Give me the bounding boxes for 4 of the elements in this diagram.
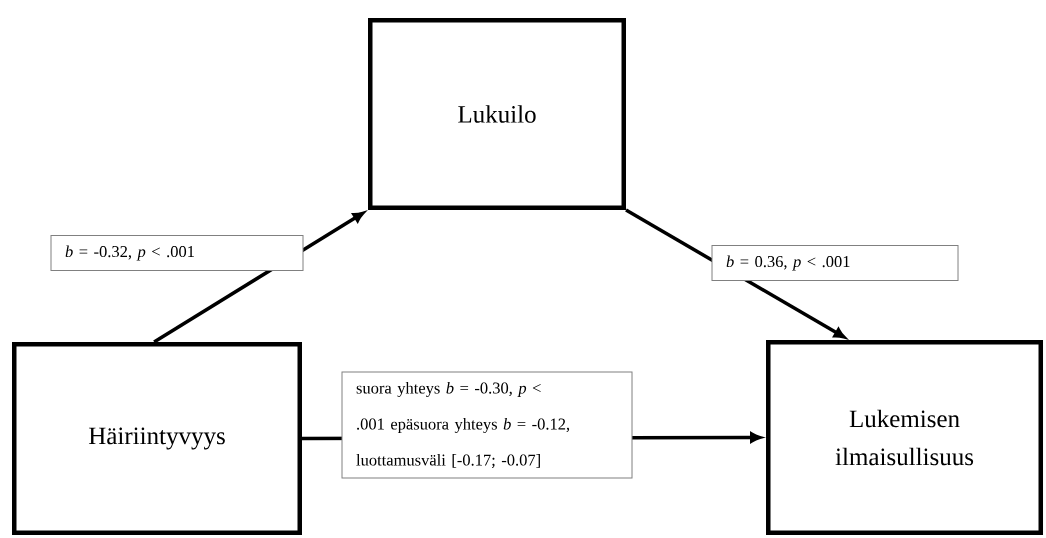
- variable-box: Lukemisen ilmaisullisuus: [766, 340, 1043, 535]
- edge-label: b = -0.32, p < .001: [50, 235, 304, 271]
- variable-box: Lukuilo: [368, 18, 626, 210]
- variable-box: Häiriintyvyys: [12, 342, 302, 535]
